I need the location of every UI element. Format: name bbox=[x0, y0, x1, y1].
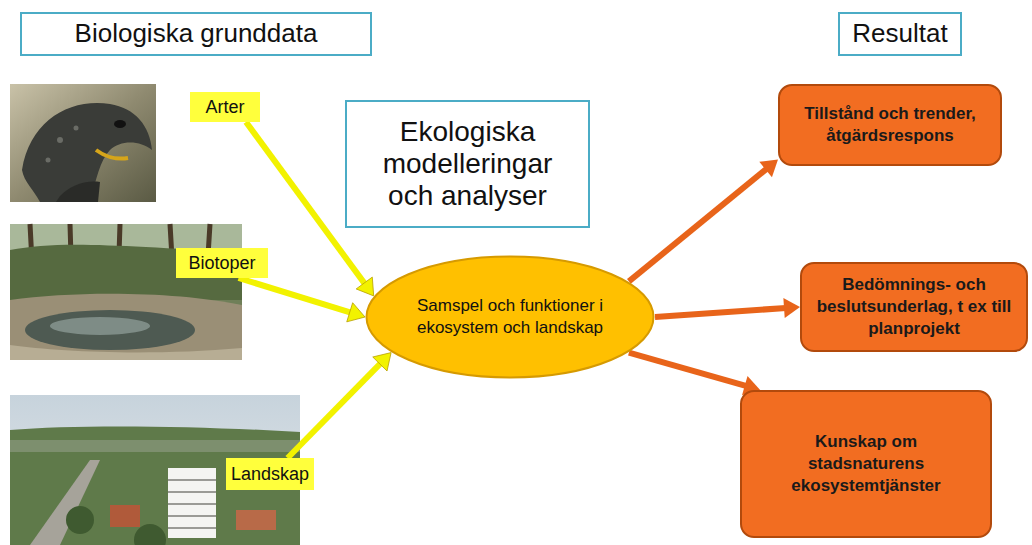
arrow-head bbox=[356, 277, 374, 296]
node-text: Arter bbox=[205, 97, 244, 118]
section-header: Biologiska grunddata bbox=[20, 12, 372, 56]
arrow-head bbox=[373, 353, 391, 371]
section-header: Resultat bbox=[838, 12, 962, 56]
photo-label: Landskap bbox=[226, 458, 314, 490]
result-box: Bedömnings- och beslutsunderlag, t ex ti… bbox=[800, 262, 1028, 352]
arrow-connector bbox=[655, 298, 800, 318]
arrow-connector bbox=[629, 159, 778, 281]
arrow-head bbox=[759, 159, 778, 177]
arrow-connector bbox=[629, 353, 760, 396]
arrow-shaft bbox=[239, 278, 352, 313]
process-ellipse: Samspel och funktioner i ekosystem och l… bbox=[365, 255, 655, 379]
arrow-head bbox=[347, 303, 365, 322]
node-text: Ekologiska modelleringar och analyser bbox=[357, 116, 578, 213]
node-text: Tillstånd och trender, åtgärdsrespons bbox=[792, 103, 988, 147]
node-text: Biologiska grunddata bbox=[75, 19, 318, 49]
arrow-shaft bbox=[655, 308, 786, 317]
node-text: Kunskap om stadsnaturens ekosystemtjänst… bbox=[772, 431, 960, 497]
photo-label: Biotoper bbox=[176, 248, 268, 278]
result-box: Kunskap om stadsnaturens ekosystemtjänst… bbox=[740, 390, 992, 538]
photo-label: Arter bbox=[190, 92, 260, 122]
arrow-connector bbox=[288, 353, 392, 458]
arrow-head bbox=[783, 298, 800, 318]
salamander-photo bbox=[10, 84, 156, 202]
method-box: Ekologiska modelleringar och analyser bbox=[345, 100, 590, 228]
arrow-shaft bbox=[288, 363, 382, 458]
arrow-connector bbox=[239, 278, 365, 322]
result-box: Tillstånd och trender, åtgärdsrespons bbox=[778, 84, 1002, 166]
arrow-shaft bbox=[629, 353, 747, 387]
node-text: Samspel och funktioner i ekosystem och l… bbox=[401, 295, 619, 339]
node-text: Biotoper bbox=[188, 253, 255, 274]
node-text: Landskap bbox=[231, 464, 309, 485]
node-text: Bedömnings- och beslutsunderlag, t ex ti… bbox=[814, 274, 1014, 340]
biotope-photo bbox=[10, 224, 242, 360]
arrow-shaft bbox=[629, 168, 767, 281]
ellipse-shape bbox=[365, 255, 655, 379]
node-text: Resultat bbox=[852, 19, 947, 49]
